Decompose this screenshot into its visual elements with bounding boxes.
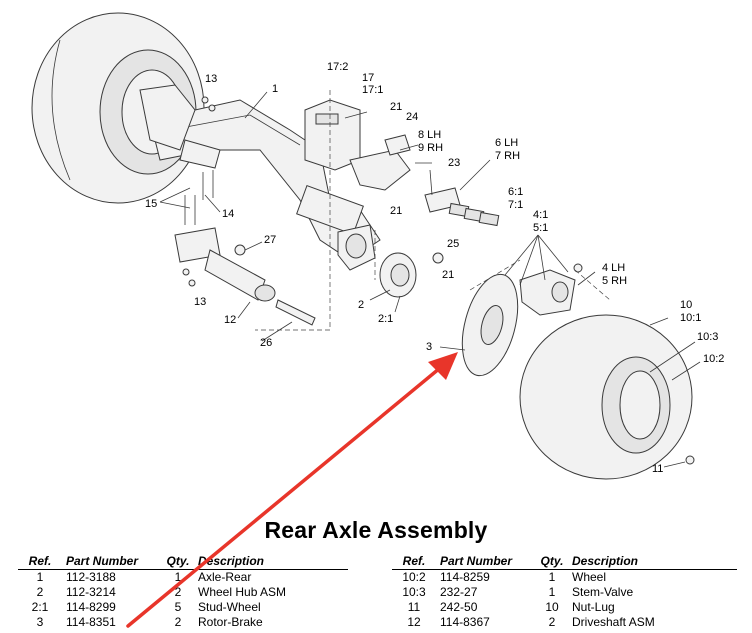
callout-24: 24	[406, 111, 418, 123]
callout-10-2: 10:2	[703, 353, 724, 365]
callout-2-left: 2	[358, 299, 364, 311]
cell-description: Stud-Wheel	[198, 600, 261, 614]
table-row: 11 242-50 10 Nut-Lug	[392, 600, 737, 615]
cell-qty: 2	[174, 615, 182, 629]
cell-description: Wheel Hub ASM	[198, 585, 287, 599]
table-row: 2:1 114-8299 5 Stud-Wheel	[18, 600, 348, 615]
callout-15: 15	[145, 198, 157, 210]
callout-23: 23	[448, 157, 460, 169]
driveshaft	[174, 227, 316, 326]
header-description: Description	[198, 554, 348, 570]
callout-13-low: 13	[194, 296, 206, 308]
callout-14: 14	[222, 208, 234, 220]
callout-17: 17	[362, 72, 374, 84]
cell-description: Driveshaft ASM	[572, 615, 655, 629]
table-row: 1 112-3188 1 Axle-Rear	[18, 570, 348, 586]
cell-ref: 11	[407, 600, 421, 614]
cell-ref: 10:3	[402, 585, 426, 599]
steering-knuckle	[337, 224, 376, 271]
header-qty: Qty.	[536, 554, 572, 570]
cell-part-number: 242-50	[440, 600, 478, 614]
callout-13-top: 13	[205, 73, 217, 85]
callout-26: 26	[260, 337, 272, 349]
callout-10-3: 10:3	[697, 331, 718, 343]
callout-6-1: 6:1	[508, 186, 523, 198]
cell-ref: 3	[36, 615, 44, 629]
header-description: Description	[572, 554, 737, 570]
header-part-number: Part Number	[440, 554, 536, 570]
callout-10-1: 10:1	[680, 312, 701, 324]
callout-27: 27	[264, 234, 276, 246]
cell-qty: 1	[548, 585, 556, 599]
callout-21-top: 21	[390, 101, 402, 113]
exploded-parts-diagram: 1 13 17:2 17 17:1 21 24 8 LH 9 RH 6 LH 7…	[31, 12, 724, 480]
cell-qty: 2	[548, 615, 556, 629]
cell-part-number: 112-3188	[66, 570, 116, 584]
cell-part-number: 114-8259	[440, 570, 490, 584]
wheel-hub	[379, 252, 444, 298]
callout-5-rh: 5 RH	[602, 275, 627, 287]
cell-description: Axle-Rear	[198, 570, 252, 584]
table-row: 12 114-8367 2 Driveshaft ASM	[392, 615, 737, 630]
table-header-row: Ref. Part Number Qty. Description	[18, 554, 348, 570]
brake-caliper	[519, 263, 583, 316]
cell-qty: 1	[174, 570, 182, 584]
bolts	[182, 96, 246, 287]
callout-9-rh: 9 RH	[418, 142, 443, 154]
callout-8-lh: 8 LH	[418, 129, 441, 141]
cell-qty: 10	[545, 600, 559, 614]
cell-qty: 2	[174, 585, 182, 599]
callout-6-lh: 6 LH	[495, 137, 518, 149]
table-row: 2 112-3214 2 Wheel Hub ASM	[18, 585, 348, 600]
callout-3: 3	[426, 341, 432, 353]
cell-ref: 2	[36, 585, 44, 599]
brake-pads	[424, 169, 500, 227]
callout-7-1: 7:1	[508, 199, 523, 211]
callout-2-1: 2:1	[378, 313, 393, 325]
cell-ref: 2:1	[31, 600, 49, 614]
cell-description: Stem-Valve	[572, 585, 634, 599]
callout-17-2: 17:2	[327, 61, 348, 73]
callout-21-mid: 21	[390, 205, 402, 217]
callout-17-1: 17:1	[362, 84, 383, 96]
cell-description: Wheel	[572, 570, 607, 584]
cell-ref: 10:2	[402, 570, 426, 584]
cell-description: Rotor-Brake	[198, 615, 263, 629]
cell-part-number: 114-8299	[66, 600, 116, 614]
parts-table-right: Ref. Part Number Qty. Description 10:2 1…	[392, 554, 737, 630]
cell-part-number: 114-8367	[440, 615, 490, 629]
brake-rotor	[461, 273, 519, 377]
table-header-row: Ref. Part Number Qty. Description	[392, 554, 737, 570]
table-row: 3 114-8351 2 Rotor-Brake	[18, 615, 348, 630]
right-tire	[519, 314, 695, 480]
callout-1: 1	[272, 83, 278, 95]
caliper-bracket	[349, 134, 411, 191]
callout-12: 12	[224, 314, 236, 326]
cell-qty: 5	[174, 600, 182, 614]
callout-7-rh: 7 RH	[495, 150, 520, 162]
callout-5-1: 5:1	[533, 222, 548, 234]
cell-part-number: 114-8351	[66, 615, 116, 629]
cell-description: Nut-Lug	[572, 600, 615, 614]
cell-ref: 1	[36, 570, 44, 584]
callout-4-lh: 4 LH	[602, 262, 625, 274]
table-row: 10:2 114-8259 1 Wheel	[392, 570, 737, 586]
cell-ref: 12	[407, 615, 421, 629]
table-row: 10:3 232-27 1 Stem-Valve	[392, 585, 737, 600]
cell-qty: 1	[548, 570, 556, 584]
header-part-number: Part Number	[66, 554, 162, 570]
callout-10: 10	[680, 299, 692, 311]
callout-21-low: 21	[442, 269, 454, 281]
header-qty: Qty.	[162, 554, 198, 570]
cell-part-number: 112-3214	[66, 585, 116, 599]
page-title: Rear Axle Assembly	[264, 517, 488, 543]
callout-11: 11	[652, 463, 663, 475]
cell-part-number: 232-27	[440, 585, 478, 599]
header-ref: Ref.	[18, 554, 66, 570]
parts-table-left: Ref. Part Number Qty. Description 1 112-…	[18, 554, 348, 630]
callout-25: 25	[447, 238, 459, 250]
callout-4-1: 4:1	[533, 209, 548, 221]
u-joint	[139, 84, 221, 169]
header-ref: Ref.	[392, 554, 440, 570]
